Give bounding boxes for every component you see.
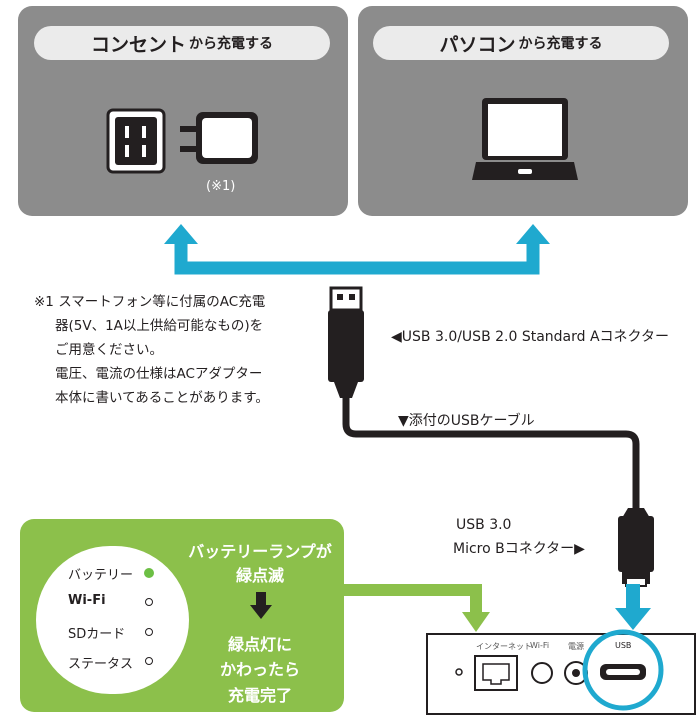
led-label-battery: バッテリー <box>68 568 134 583</box>
ac-adapter-icon <box>180 112 258 164</box>
usb-insert-arrow <box>615 584 651 630</box>
wall-outlet-icon <box>106 108 166 174</box>
led-pointer-arrow <box>340 584 490 632</box>
pc-title: パソコン から充電する <box>373 26 669 60</box>
led-indicator-box <box>36 546 189 694</box>
battery-led-icon <box>144 568 154 578</box>
done-text-2: かわったら <box>219 660 300 679</box>
footnote-line-5: 本体に書いてあることがあります。 <box>55 390 269 406</box>
outlet-title-sub: から充電する <box>189 36 273 52</box>
port-label-internet: インターネット <box>476 642 532 651</box>
blink-text-2: 緑点滅 <box>235 566 284 585</box>
footnote: ※1 スマートフォン等に付属のAC充電 器(5V、1A以上供給可能なもの)を ご… <box>34 290 269 410</box>
connector-b-label-2: Micro Bコネクター▶ <box>453 541 585 557</box>
footnote-line-1: スマートフォン等に付属のAC充電 <box>58 294 266 310</box>
outlet-title: コンセント から充電する <box>34 26 330 60</box>
port-label-usb: USB <box>615 641 632 650</box>
sd-led-icon <box>145 628 153 636</box>
led-label-status: ステータス <box>68 657 134 672</box>
done-text-3: 充電完了 <box>227 686 292 705</box>
outlet-title-main: コンセント <box>90 33 186 56</box>
status-led-icon <box>145 657 153 665</box>
blink-text-1: バッテリーランプが <box>188 542 332 561</box>
port-label-wifi: Wi-Fi <box>530 641 550 650</box>
charge-source-arrow <box>164 224 550 275</box>
down-arrow-icon <box>250 592 272 619</box>
laptop-icon <box>472 98 578 180</box>
done-text-1: 緑点灯に <box>227 635 292 654</box>
footnote-line-3: ご用意ください。 <box>55 342 163 358</box>
wifi-led-icon <box>145 598 153 606</box>
port-label-power: 電源 <box>568 642 584 651</box>
router-device <box>426 629 696 715</box>
pc-title-sub: から充電する <box>518 36 603 52</box>
pc-title-main: パソコン <box>439 33 516 56</box>
footnote-line-2: 器(5V、1A以上供給可能なもの)を <box>55 318 264 334</box>
footnote-line-4: 電圧、電流の仕様はACアダプター <box>55 366 263 382</box>
usb-cable <box>328 286 654 587</box>
cable-label: ▼添付のUSBケーブル <box>398 413 535 429</box>
connector-a-label: ◀USB 3.0/USB 2.0 Standard Aコネクター <box>391 329 669 345</box>
led-label-wifi: Wi-Fi <box>68 593 106 608</box>
led-label-sd: SDカード <box>68 627 126 642</box>
connector-b-label-1: USB 3.0 <box>456 517 512 533</box>
outlet-note-ref: (※1) <box>206 179 236 194</box>
footnote-mark: ※1 <box>34 294 54 310</box>
